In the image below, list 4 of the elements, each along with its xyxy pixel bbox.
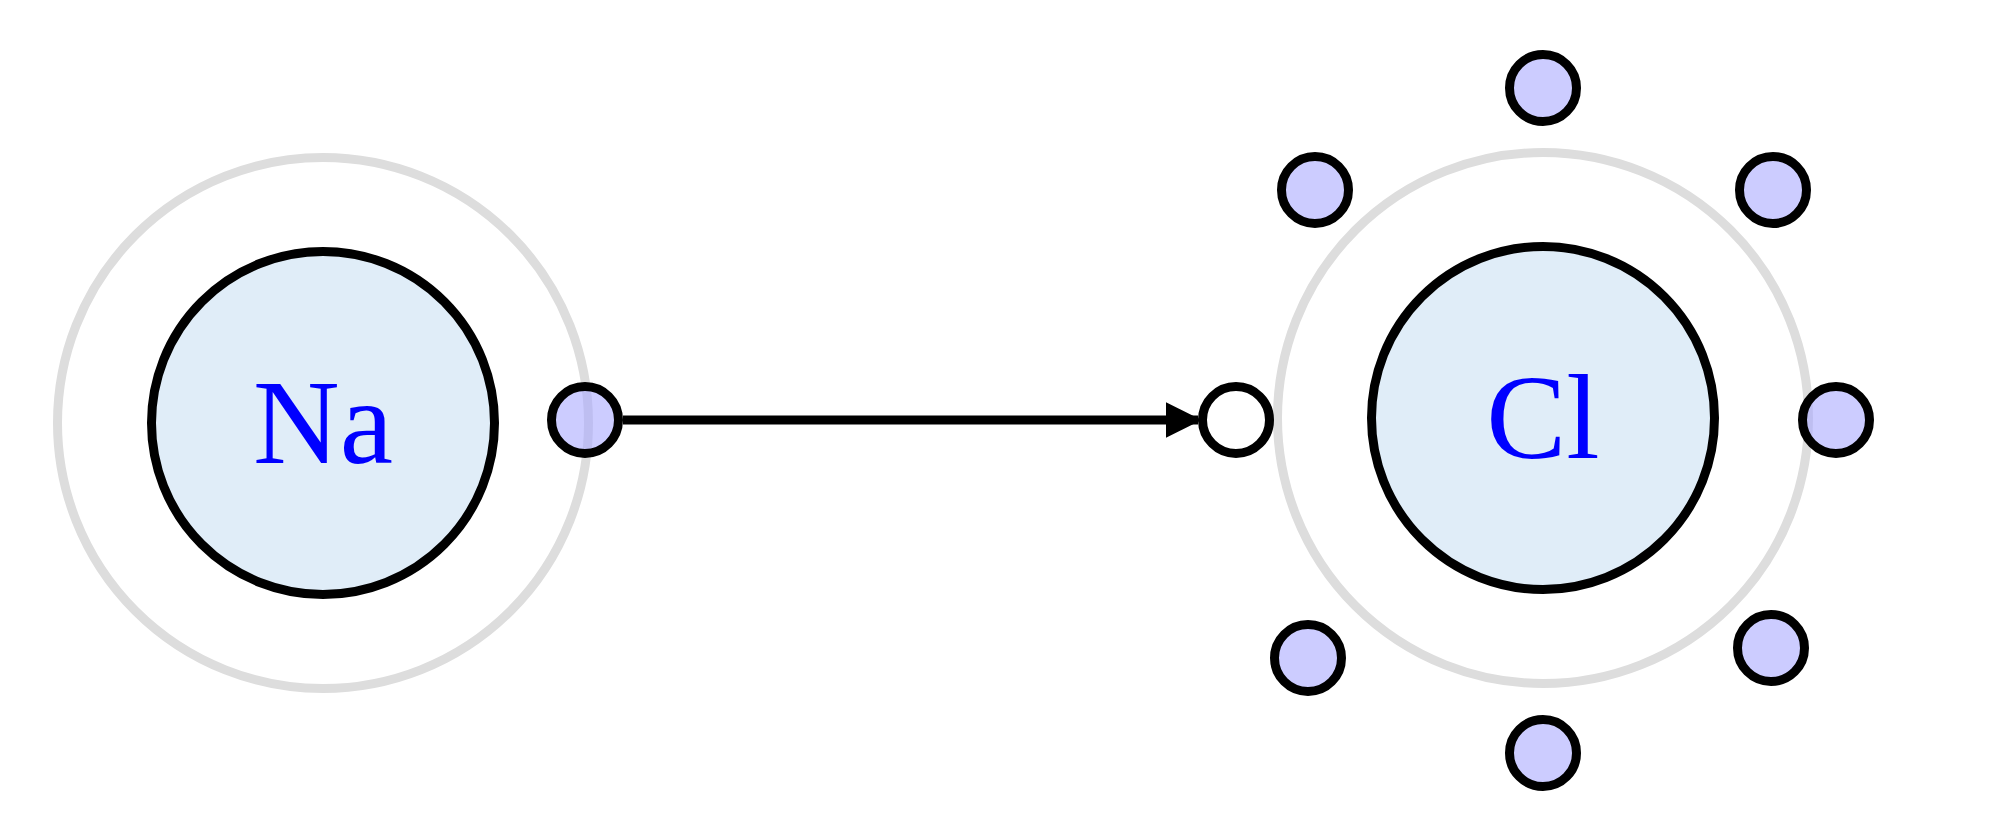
element-symbol: Cl — [1486, 358, 1600, 478]
electron-shell-circle — [53, 153, 593, 693]
element-symbol: Na — [253, 363, 393, 483]
electron-shell-circle — [1273, 148, 1813, 688]
